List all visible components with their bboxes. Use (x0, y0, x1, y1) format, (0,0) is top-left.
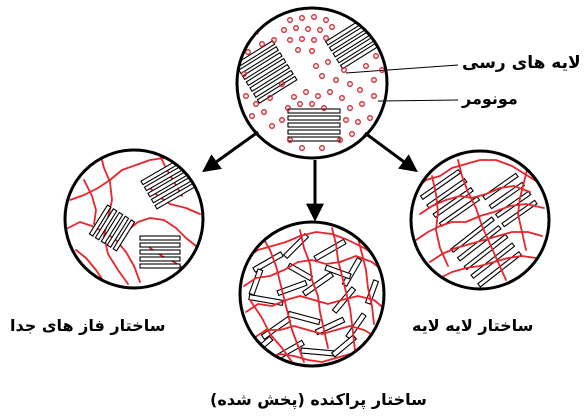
monomer (358, 88, 363, 93)
monomer (312, 15, 317, 20)
monomer (368, 116, 373, 121)
exfoliated-label: ساختار پراکنده (پخش شده) (210, 392, 427, 408)
monomer (300, 16, 305, 21)
monomer (296, 48, 301, 53)
exfoliated-circle (240, 222, 386, 366)
clay-sheet (288, 311, 320, 324)
monomer (280, 118, 285, 123)
intercalated-label: ساختار لایه لایه (412, 318, 533, 334)
clay-sheet (288, 130, 340, 134)
clay-layers-label: لایه های رسی (462, 55, 581, 72)
clay-layer-stacks (235, 19, 378, 141)
monomer (320, 146, 325, 151)
monomer (324, 18, 329, 23)
clay-sheet (288, 123, 340, 127)
polymer-chain (358, 238, 374, 324)
monomer (350, 132, 355, 137)
clay-sheet (314, 239, 346, 260)
monomer (364, 64, 369, 69)
polymer-chain (128, 218, 196, 246)
monomer (334, 78, 339, 83)
monomer (360, 102, 365, 107)
polymer-chains (414, 160, 544, 280)
monomer (300, 146, 305, 151)
monomer (246, 50, 251, 55)
monomer (250, 114, 255, 119)
monomer (300, 37, 305, 42)
phase-separated-circle (65, 150, 203, 288)
monomer (282, 28, 287, 33)
monomer-label: مونومر (462, 91, 518, 107)
clay-layers-leader-line (346, 65, 458, 73)
monomer (304, 90, 309, 95)
monomer (348, 106, 353, 111)
monomer (288, 18, 293, 23)
monomer (372, 94, 377, 99)
monomer (270, 124, 275, 129)
clay-layer-stacks (89, 159, 195, 268)
phase-separated-label: ساختار فاز های جدا (10, 318, 165, 334)
monomer (372, 78, 377, 83)
monomer (356, 120, 361, 125)
monomer (306, 27, 311, 32)
clay-monomer-mixture-circle (235, 8, 387, 158)
clay-sheet (140, 250, 180, 254)
monomer (272, 38, 277, 43)
clay-sheet (288, 116, 340, 120)
monomer (330, 25, 335, 30)
monomer (326, 60, 331, 65)
arrow-to-phase-separated (205, 132, 258, 170)
clay-sheet (288, 137, 340, 141)
polymer-chain (84, 180, 96, 224)
clay-sheet (140, 243, 180, 247)
monomer (244, 94, 249, 99)
polymer-chain (458, 160, 506, 280)
intercalated-circle (411, 151, 549, 289)
monomer (260, 42, 265, 47)
monomer (328, 90, 333, 95)
clay-sheet (301, 348, 335, 356)
monomer-leader-line (378, 100, 458, 101)
monomer (294, 26, 299, 31)
monomer (348, 82, 353, 87)
monomer (310, 102, 315, 107)
monomer (314, 64, 319, 69)
monomer (340, 96, 345, 101)
monomer (298, 102, 303, 107)
clay-sheet (140, 264, 180, 268)
clay-sheet (288, 109, 340, 113)
monomer (344, 118, 349, 123)
monomer (320, 74, 325, 79)
clay-sheet (140, 257, 180, 261)
clay-sheet (140, 236, 180, 240)
monomer (316, 94, 321, 99)
arrow-to-intercalated (365, 133, 415, 170)
clay-sheet (253, 252, 283, 272)
monomer (292, 95, 297, 100)
monomer (262, 110, 267, 115)
monomer (374, 54, 379, 59)
monomer (254, 102, 259, 107)
monomer (318, 28, 323, 33)
monomer (288, 38, 293, 43)
monomer (312, 38, 317, 43)
monomer (310, 49, 315, 54)
monomer (324, 36, 329, 41)
